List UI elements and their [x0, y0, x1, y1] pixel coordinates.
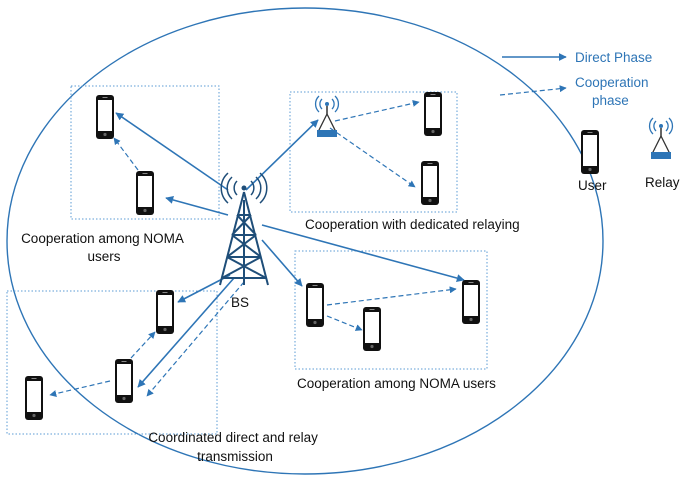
- user-bottom-left-edge: [25, 376, 43, 420]
- coop-arrow-relay-to-lower-user: [329, 127, 416, 188]
- legend-cooperation-label: Cooperation phase: [575, 75, 652, 108]
- user-top-right-lower: [421, 161, 439, 205]
- legend-user-label: User: [578, 178, 607, 193]
- user-bottom-right-far: [462, 280, 480, 324]
- user-bottom-right-mid: [363, 307, 381, 351]
- legend-user-icon: [581, 130, 599, 174]
- user-top-right-upper: [424, 92, 442, 136]
- cooperation-phase-arrows: [49, 99, 457, 397]
- base-station-tower-icon: [219, 172, 269, 286]
- cell-coverage-ellipse: [6, 7, 604, 475]
- direct-arrow-bs-to-right-near-user: [261, 239, 303, 287]
- coop-arrow-relay-to-upper-user: [334, 99, 420, 122]
- direct-arrow-bs-to-top-left-user-2: [165, 196, 229, 216]
- legend-relay-label: Relay: [645, 175, 680, 190]
- coop-arrow-bs-to-bottom-left-dashed: [146, 281, 245, 397]
- direct-arrow-bs-to-relay: [245, 119, 319, 191]
- label-bottom-right-cluster: Cooperation among NOMA users: [297, 376, 496, 391]
- label-bottom-left-cluster: Coordinated direct and relay transmissio…: [148, 430, 321, 464]
- user-bottom-left-upper: [156, 290, 174, 334]
- legend: Direct Phase Cooperation phase User Rela…: [499, 50, 680, 193]
- cluster-box-bottom-right: [294, 250, 488, 370]
- coop-arrow-bottom-left-up: [130, 331, 156, 359]
- coop-arrow-top-left: [113, 137, 139, 171]
- coop-arrow-bottom-left-to-left-user: [49, 380, 111, 397]
- relay-antenna-icon: [314, 95, 340, 138]
- legend-relay-icon: [648, 117, 674, 160]
- legend-cooperation-arrow: [499, 85, 567, 96]
- direct-arrow-bs-to-right-far-user: [261, 224, 465, 282]
- legend-direct-label: Direct Phase: [575, 50, 652, 65]
- coop-arrow-right-to-far-user: [326, 286, 457, 306]
- cluster-box-bottom-left: [6, 290, 218, 435]
- user-bottom-right-near: [306, 283, 324, 327]
- label-top-left-cluster: Cooperation among NOMA users: [21, 231, 187, 264]
- coop-arrow-right-to-mid-user: [326, 315, 363, 331]
- cluster-box-top-left: [70, 85, 220, 220]
- bs-label: BS: [231, 295, 249, 310]
- user-top-left-upper: [96, 95, 114, 139]
- direct-arrow-bs-to-top-left-user: [115, 112, 229, 191]
- user-bottom-left-middle: [115, 359, 133, 403]
- label-top-right-cluster: Cooperation with dedicated relaying: [305, 217, 520, 232]
- direct-arrow-bs-to-bottom-left-user-2: [137, 277, 235, 388]
- user-top-left-lower: [136, 171, 154, 215]
